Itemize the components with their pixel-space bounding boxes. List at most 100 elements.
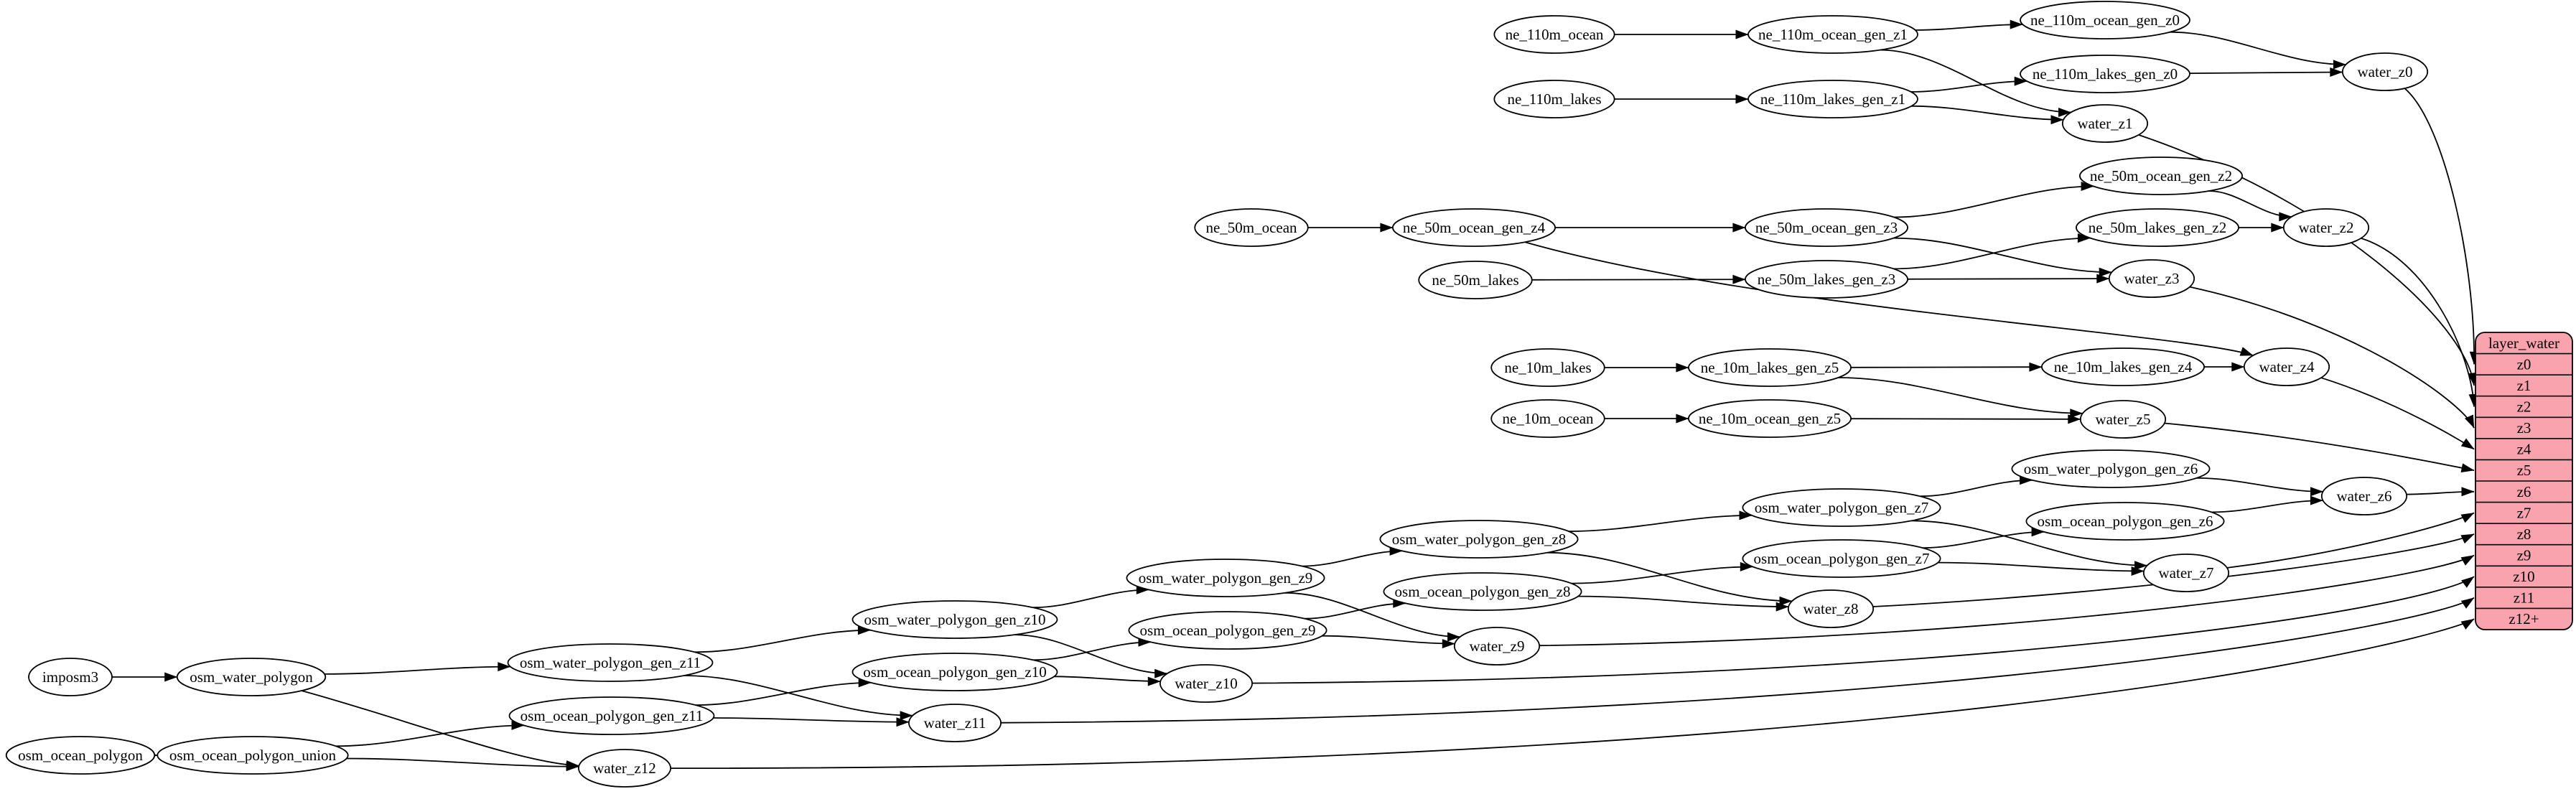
node-osm_water_polygon_gen_z10: osm_water_polygon_gen_z10 — [851, 600, 1058, 639]
ne_110m_lakes_gen_z1-ellipse — [1747, 80, 1918, 118]
water_z5-label: water_z5 — [2096, 411, 2151, 428]
edge-osm_water_polygon_gen_z8-water_z8 — [1546, 551, 1793, 606]
osm_ocean_polygon_gen_z8-label: osm_ocean_polygon_gen_z8 — [1395, 583, 1571, 600]
ne_50m_ocean_gen_z4-ellipse — [1392, 208, 1557, 247]
layer_water-row-z12+: z12+ — [2509, 610, 2539, 627]
node-ne_50m_lakes_gen_z2: ne_50m_lakes_gen_z2 — [2075, 208, 2239, 247]
layer_water-row-z8: z8 — [2517, 526, 2531, 543]
edge-osm_ocean_polygon_gen_z11-water_z11 — [713, 717, 910, 727]
edge-water_z0-layer_water-z0 — [2404, 88, 2479, 365]
water_z12-ellipse — [578, 749, 672, 788]
osm_ocean_polygon-ellipse — [5, 736, 156, 775]
ne_50m_lakes_gen_z3-ellipse — [1744, 260, 1908, 299]
node-ne_110m_lakes: ne_110m_lakes — [1493, 80, 1615, 118]
ne_50m_lakes_gen_z3-label: ne_50m_lakes_gen_z3 — [1758, 271, 1895, 288]
water_z7-label: water_z7 — [2159, 564, 2214, 582]
edge-ne_110m_lakes_gen_z0-water_z0 — [2189, 67, 2343, 77]
osm_ocean_polygon_gen_z9-label: osm_ocean_polygon_gen_z9 — [1140, 622, 1316, 639]
edge-ne_110m_ocean_gen_z1-water_z1 — [1880, 49, 2071, 117]
node-osm_ocean_polygon_gen_z10: osm_ocean_polygon_gen_z10 — [851, 653, 1058, 691]
water_z2-label: water_z2 — [2299, 219, 2354, 236]
node-water_z11: water_z11 — [908, 704, 1002, 742]
edge-ne_10m_lakes_gen_z5-ne_10m_lakes_gen_z4 — [1851, 362, 2043, 372]
osm_water_polygon_gen_z7-label: osm_water_polygon_gen_z7 — [1755, 499, 1929, 516]
layer_water-row-z6: z6 — [2517, 483, 2531, 500]
edge-osm_water_polygon_gen_z9-osm_water_polygon_gen_z8 — [1302, 546, 1403, 567]
node-osm_ocean_polygon_gen_z7: osm_ocean_polygon_gen_z7 — [1742, 539, 1941, 578]
water_z10-ellipse — [1159, 664, 1254, 703]
ne_50m_ocean-label: ne_50m_ocean — [1205, 219, 1297, 236]
edge-osm_water_polygon_gen_z10-water_z10 — [1014, 634, 1168, 678]
edge-water_z6-layer_water-z6 — [2406, 487, 2475, 497]
record-layer_water: layer_waterz0z1z2z3z4z5z6z7z8z9z10z11z12… — [2475, 332, 2573, 630]
node-ne_110m_ocean_gen_z1: ne_110m_ocean_gen_z1 — [1747, 15, 1918, 54]
water_z3-label: water_z3 — [2124, 270, 2180, 287]
node-ne_10m_lakes_gen_z5: ne_10m_lakes_gen_z5 — [1687, 348, 1852, 387]
osm_water_polygon_gen_z11-ellipse — [507, 643, 714, 682]
edges-layer — [111, 19, 2479, 772]
node-osm_water_polygon_gen_z7: osm_water_polygon_gen_z7 — [1742, 488, 1941, 527]
layer_water-row-z1: z1 — [2517, 377, 2531, 394]
edge-osm_ocean_polygon_gen_z10-water_z10 — [1054, 676, 1161, 686]
ne_50m_ocean_gen_z3-ellipse — [1744, 208, 1908, 247]
water_z4-label: water_z4 — [2259, 358, 2315, 375]
node-ne_110m_lakes_gen_z1: ne_110m_lakes_gen_z1 — [1747, 80, 1918, 118]
osm_ocean_polygon_gen_z6-ellipse — [2025, 502, 2225, 541]
layer_water-row-z9: z9 — [2517, 547, 2531, 564]
layer_water-row-z7: z7 — [2517, 504, 2531, 521]
water_z7-ellipse — [2142, 554, 2230, 592]
edge-osm_water_polygon_gen_z9-water_z9 — [1284, 592, 1461, 642]
edge-ne_50m_ocean_gen_z2-water_z2 — [2208, 190, 2292, 222]
node-water_z0: water_z0 — [2341, 52, 2429, 91]
water_z6-ellipse — [2320, 477, 2408, 515]
layer_water-row-z0: z0 — [2517, 355, 2531, 373]
ne_110m_lakes_gen_z0-ellipse — [2020, 55, 2190, 93]
edge-osm_water_polygon_gen_z10-osm_water_polygon_gen_z9 — [1032, 584, 1149, 609]
ne_10m_ocean_gen_z5-label: ne_10m_ocean_gen_z5 — [1699, 410, 1841, 427]
edge-water_z9-layer_water-z9 — [1539, 554, 2475, 647]
ne_110m_lakes_gen_z0-label: ne_110m_lakes_gen_z0 — [2033, 65, 2178, 83]
osm_water_polygon_gen_z10-ellipse — [851, 600, 1058, 639]
edge-osm_ocean_polygon_union-water_z12 — [346, 757, 579, 772]
edge-osm_water_polygon-osm_water_polygon_gen_z11 — [324, 662, 511, 675]
ne_50m_ocean_gen_z3-label: ne_50m_ocean_gen_z3 — [1755, 219, 1898, 236]
node-water_z12: water_z12 — [578, 749, 672, 788]
osm_water_polygon_gen_z11-label: osm_water_polygon_gen_z11 — [520, 654, 701, 671]
node-imposm3: imposm3 — [28, 658, 113, 696]
imposm3-label: imposm3 — [42, 668, 98, 686]
edge-osm_ocean_polygon_gen_z6-water_z6 — [2211, 495, 2323, 513]
osm_ocean_polygon_gen_z8-ellipse — [1383, 572, 1582, 611]
node-osm_ocean_polygon_gen_z8: osm_ocean_polygon_gen_z8 — [1383, 572, 1582, 611]
node-water_z10: water_z10 — [1159, 664, 1254, 703]
water_z3-ellipse — [2108, 259, 2195, 298]
ne_110m_ocean_gen_z1-label: ne_110m_ocean_gen_z1 — [1758, 26, 1908, 43]
edge-osm_water_polygon_gen_z7-water_z7 — [1911, 520, 2148, 571]
water_z8-label: water_z8 — [1803, 600, 1859, 617]
edge-water_z7-layer_water-z7 — [2226, 512, 2475, 569]
node-osm_water_polygon_gen_z8: osm_water_polygon_gen_z8 — [1379, 520, 1579, 559]
osm_ocean_polygon-label: osm_ocean_polygon — [18, 747, 143, 764]
edge-osm_ocean_polygon_gen_z11-osm_ocean_polygon_gen_z10 — [695, 678, 872, 706]
edge-water_z4-layer_water-z4 — [2320, 377, 2475, 450]
edge-osm_ocean_polygon_gen_z8-water_z8 — [1578, 595, 1789, 612]
node-water_z3: water_z3 — [2108, 259, 2195, 298]
edge-osm_ocean_polygon_gen_z9-water_z9 — [1322, 635, 1455, 649]
water_z9-label: water_z9 — [1470, 638, 1525, 655]
layer_water-row-z2: z2 — [2517, 398, 2531, 416]
layer_water-row-z5: z5 — [2517, 462, 2531, 479]
layer_water-row-z4: z4 — [2517, 441, 2531, 458]
edge-osm_ocean_polygon_union-osm_ocean_polygon_gen_z11 — [335, 720, 525, 747]
edge-osm_ocean_polygon_gen_z9-osm_ocean_polygon_gen_z8 — [1305, 598, 1406, 620]
node-water_z2: water_z2 — [2282, 208, 2370, 247]
ne_110m_lakes_gen_z1-label: ne_110m_lakes_gen_z1 — [1760, 90, 1905, 108]
edge-water_z2-layer_water-z2 — [2361, 238, 2478, 407]
node-water_z8: water_z8 — [1787, 589, 1875, 628]
ne_110m_lakes-label: ne_110m_lakes — [1507, 90, 1601, 108]
node-osm_ocean_polygon_gen_z9: osm_ocean_polygon_gen_z9 — [1128, 611, 1327, 650]
edge-osm_water_polygon_gen_z11-osm_water_polygon_gen_z10 — [694, 625, 871, 653]
imposm3-ellipse — [28, 658, 113, 696]
edge-water_z12-layer_water-z12+ — [671, 618, 2475, 770]
osm_water_polygon_gen_z7-ellipse — [1742, 488, 1941, 527]
ne_10m_ocean_gen_z5-ellipse — [1687, 399, 1852, 438]
